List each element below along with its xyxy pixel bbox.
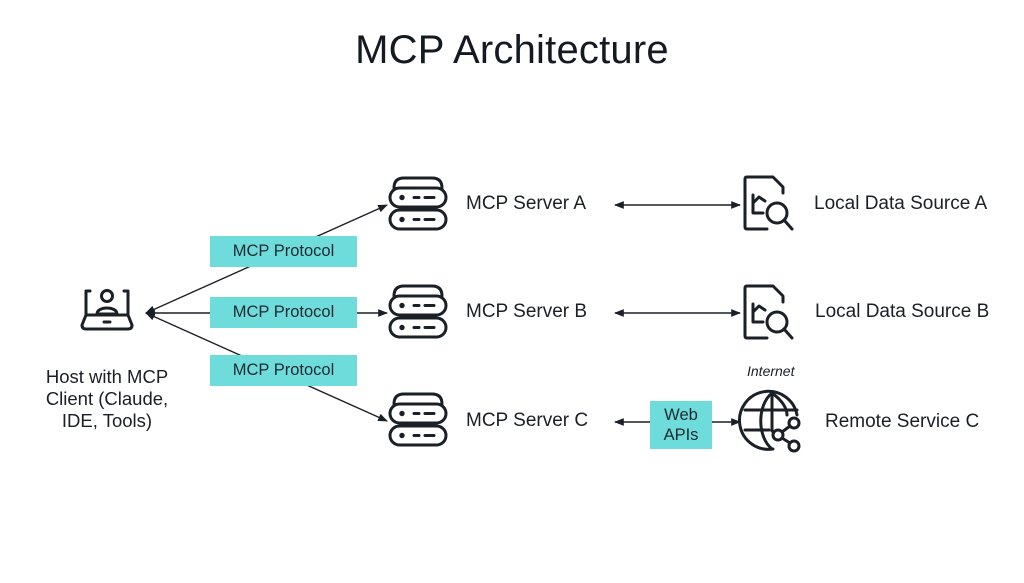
server-icon [388,284,448,339]
host-label: Host with MCP Client (Claude, IDE, Tools… [22,366,192,432]
protocol-label-server-a: MCP Protocol [210,236,357,267]
server-icon [388,176,448,231]
remote-c-label: Remote Service C [825,411,980,432]
host-label-line: IDE, Tools) [61,410,153,431]
laptop-user-icon [80,289,134,331]
file-search-icon [743,175,794,231]
server-c-label: MCP Server C [466,410,589,431]
protocol-label-server-c: MCP Protocol [210,355,357,386]
web-apis-line: APIs [663,426,699,444]
file-search-icon [743,284,794,340]
server-a-label: MCP Server A [466,193,587,214]
web-apis-line: Web [664,406,698,424]
source-b-label: Local Data Source B [815,301,990,322]
internet-annotation: Internet [747,363,795,379]
page-title: MCP Architecture [355,28,669,72]
protocol-label-server-b: MCP Protocol [210,297,357,328]
server-source-connectors [614,201,741,426]
web-apis-label: Web APIs [650,401,712,449]
host-label-line: Host with MCP [45,366,169,387]
host-label-line: Client (Claude, [45,388,169,409]
server-b-label: MCP Server B [466,301,588,322]
globe-share-icon [738,389,801,453]
server-icon [388,392,448,447]
source-a-label: Local Data Source A [814,193,988,214]
